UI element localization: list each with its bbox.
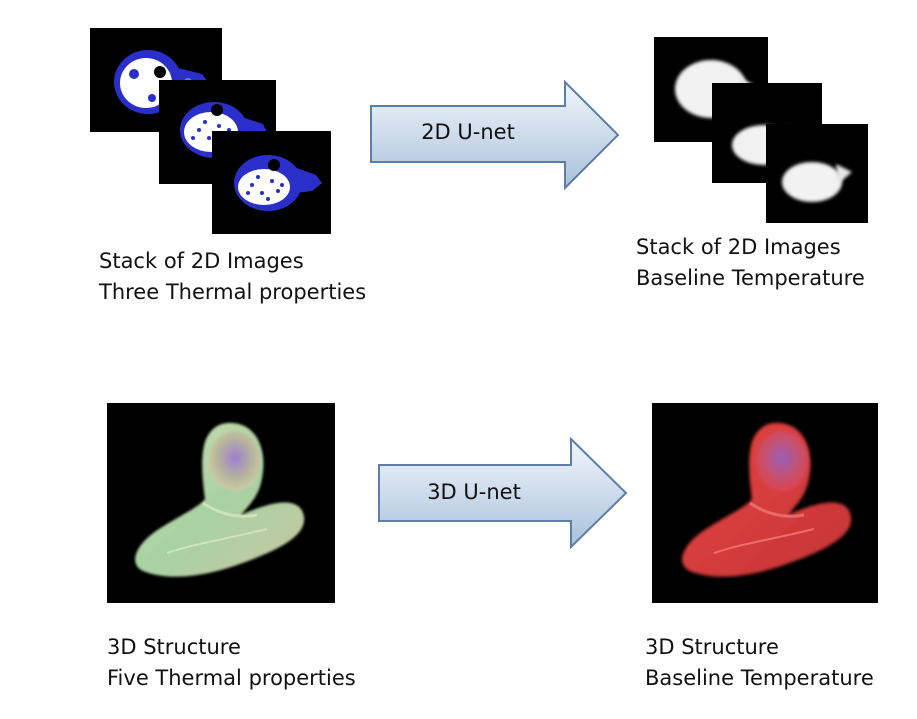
input-3d-caption-line2: Five Thermal properties (107, 663, 356, 694)
arrow-2d-label: 2D U-net (368, 120, 568, 144)
output-2d-caption-line2: Baseline Temperature (636, 263, 865, 294)
output-2d-caption-line1: Stack of 2D Images (636, 232, 865, 263)
input-2d-slice-3 (212, 131, 331, 234)
arrow-2d-unet: 2D U-net (368, 80, 622, 190)
output-3d-structure (652, 403, 878, 603)
input-3d-structure (107, 403, 335, 603)
input-2d-caption: Stack of 2D Images Three Thermal propert… (99, 246, 366, 308)
arrow-3d-unet: 3D U-net (376, 437, 630, 549)
input-3d-caption-line1: 3D Structure (107, 632, 356, 663)
output-3d-caption-line2: Baseline Temperature (645, 663, 874, 694)
output-2d-slice-3 (766, 124, 868, 223)
output-3d-caption-line1: 3D Structure (645, 632, 874, 663)
input-2d-caption-line2: Three Thermal properties (99, 277, 366, 308)
input-2d-caption-line1: Stack of 2D Images (99, 246, 366, 277)
arrow-3d-label: 3D U-net (376, 480, 572, 504)
output-3d-caption: 3D Structure Baseline Temperature (645, 632, 874, 694)
input-3d-caption: 3D Structure Five Thermal properties (107, 632, 356, 694)
output-2d-caption: Stack of 2D Images Baseline Temperature (636, 232, 865, 294)
